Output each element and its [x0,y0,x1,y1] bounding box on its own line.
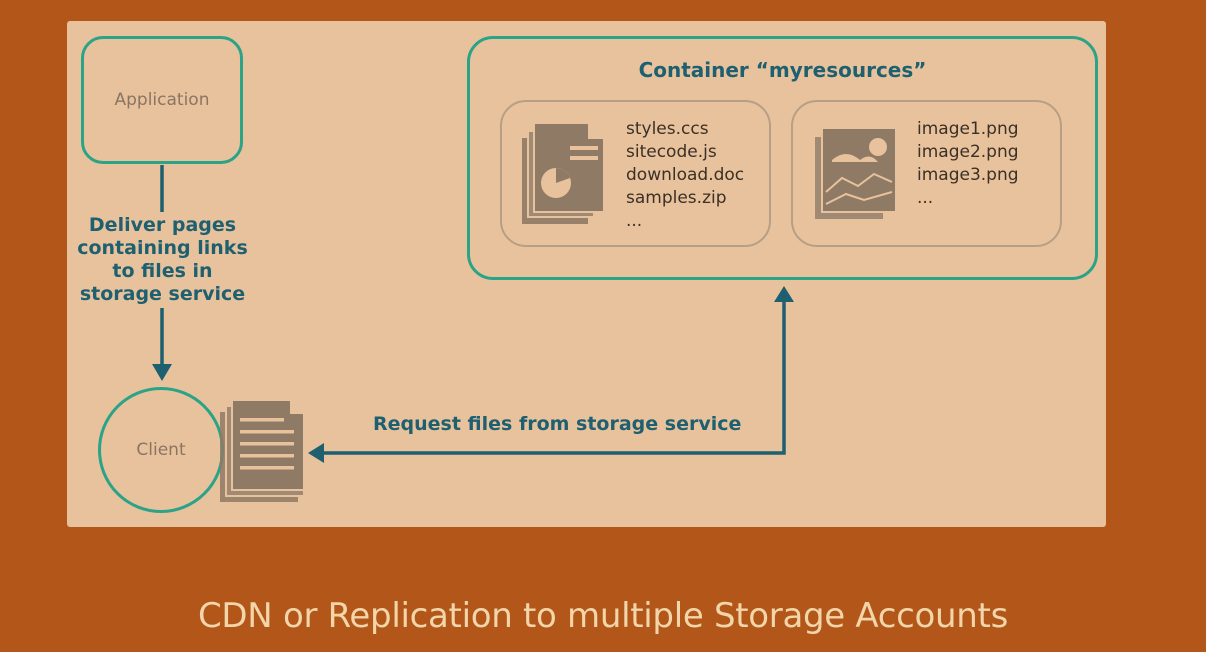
document-files-group [500,100,771,247]
file-item: ... [626,211,643,231]
container-node [467,36,1098,280]
file-item: styles.ccs [626,119,709,139]
slide-caption: CDN or Replication to multiple Storage A… [197,596,1009,636]
file-item: image1.png [917,119,1019,139]
application-node: Application [81,36,243,164]
client-document-icon [220,399,305,502]
file-item: download.doc [626,165,745,185]
file-item: image2.png [917,142,1019,162]
deliver-arrow-label: Deliver pages containing links to files … [77,214,248,305]
application-label: Application [114,90,210,110]
images-icon [813,127,897,221]
image-file-list: image1.png image2.png image3.png ... [917,118,1019,210]
container-title: Container “myresources” [638,58,927,82]
client-label: Client [136,440,186,460]
request-arrow-label: Request files from storage service [373,413,742,435]
deliver-arrow [152,165,172,381]
file-item: sitecode.js [626,142,717,162]
file-item: samples.zip [626,188,727,208]
file-item: ... [917,188,934,208]
documents-icon [522,122,605,224]
request-arrow [308,286,794,463]
document-file-list: styles.ccs sitecode.js download.doc samp… [626,118,744,233]
file-item: image3.png [917,165,1019,185]
image-files-group [791,100,1062,247]
